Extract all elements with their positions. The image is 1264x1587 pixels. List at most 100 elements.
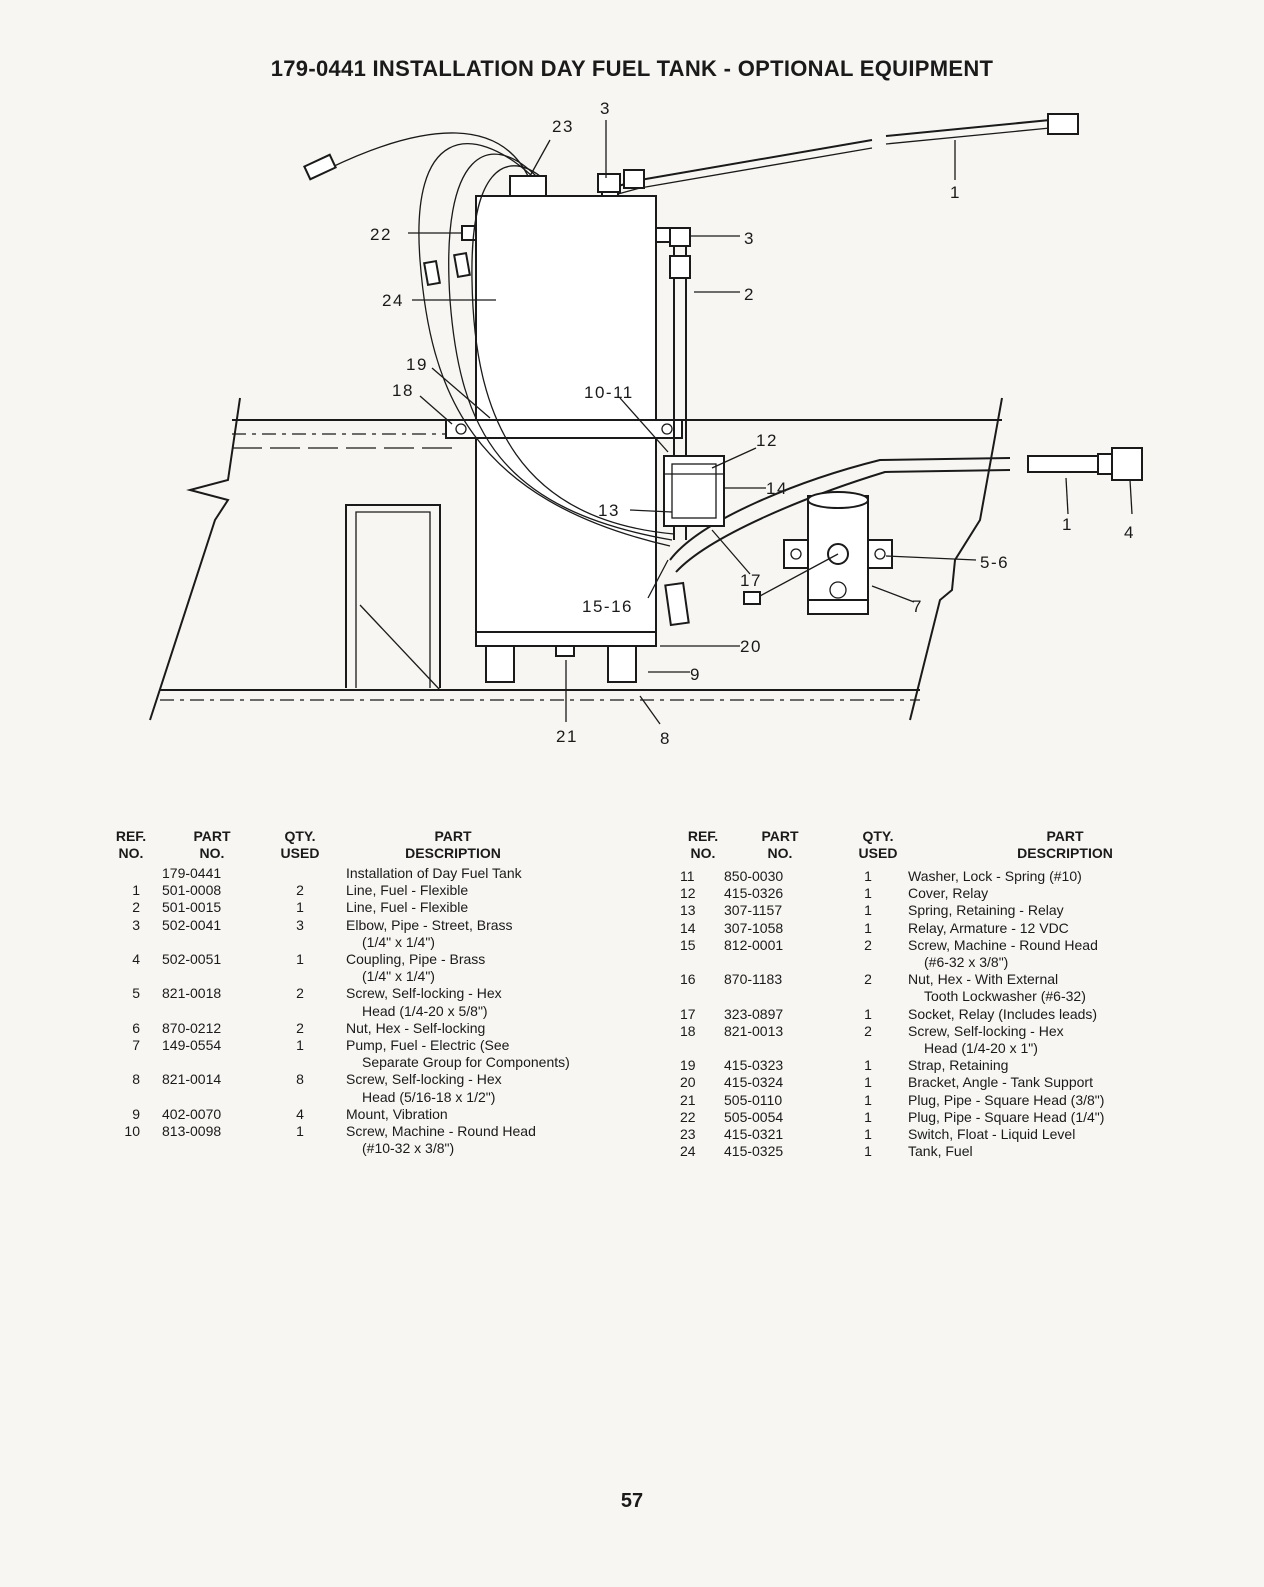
description-cell: Coupling, Pipe - Brass — [346, 951, 486, 967]
qty-cell: 1 — [296, 1123, 304, 1139]
callout-label: 23 — [552, 117, 574, 136]
part-no-cell: 502-0041 — [162, 916, 222, 933]
parts-table-row: (#10-32 x 3/8") — [108, 1140, 628, 1157]
page-number: 57 — [620, 1490, 644, 1512]
parts-table-row: (1/4" x 1/4") — [108, 934, 628, 951]
callout-label: 7 — [912, 597, 923, 616]
description-cell: Screw, Self-locking - Hex — [346, 985, 502, 1002]
description-cell: Head (1/4-20 x 1") — [924, 1040, 1038, 1056]
parts-table-row: 15 812-0001 2 Screw, Machine - Round Head — [680, 937, 1180, 954]
description-cell: Tank, Fuel — [908, 1143, 973, 1160]
part-no-cell: 870-1183 — [724, 971, 783, 988]
callout-label: 1 — [950, 183, 961, 202]
header-qty-used: QTY. USED — [280, 828, 320, 861]
part-no-cell: 821-0013 — [724, 1022, 784, 1039]
ref-no-cell: 23 — [680, 1126, 696, 1142]
header-part-no: PART NO. — [193, 828, 231, 861]
float-switch-wires — [303, 132, 675, 547]
part-no-cell: 307-1157 — [724, 902, 783, 919]
ref-no-cell: 9 — [132, 1105, 140, 1122]
description-cell: Screw, Machine - Round Head — [908, 936, 1098, 953]
qty-cell: 2 — [296, 1019, 304, 1036]
header-part-description: PART DESCRIPTION — [1017, 828, 1113, 861]
part-no-cell: 870-0212 — [162, 1019, 222, 1036]
description-cell: Screw, Self-locking - Hex — [908, 1022, 1064, 1039]
description-cell: Cover, Relay — [908, 885, 989, 902]
part-no-cell: 812-0001 — [724, 936, 784, 953]
description-cell: Strap, Retaining — [908, 1057, 1009, 1074]
ref-no-cell: 17 — [680, 1005, 696, 1022]
callouts: 3 23 1 22 3 24 2 19 18 10-11 12 14 1 4 1… — [370, 99, 1135, 748]
ref-no-cell: 3 — [132, 916, 140, 933]
page-title: 179-0441 INSTALLATION DAY FUEL TANK - OP… — [270, 56, 994, 81]
part-no-cell: 821-0014 — [162, 1071, 222, 1088]
part-no-cell: 505-0110 — [724, 1091, 783, 1108]
part-no-cell: 505-0054 — [724, 1108, 784, 1125]
description-cell: Washer, Lock - Spring (#10) — [908, 868, 1082, 884]
parts-table-row: Head (1/4-20 x 1") — [680, 1040, 1180, 1057]
ref-no-cell: 10 — [124, 1123, 140, 1139]
parts-table-row: (#6-32 x 3/8") — [680, 954, 1180, 971]
callout-label: 18 — [392, 381, 414, 400]
header-qty-used: QTY. USED — [858, 828, 898, 861]
part-no-cell: 850-0030 — [724, 868, 784, 884]
part-no-cell: 501-0015 — [162, 899, 222, 916]
description-cell: Socket, Relay (Includes leads) — [908, 1005, 1098, 1022]
qty-cell: 2 — [864, 971, 872, 988]
qty-cell: 1 — [864, 1005, 872, 1022]
qty-cell: 1 — [864, 902, 872, 919]
qty-cell: 1 — [296, 1037, 304, 1053]
leader-lines — [408, 120, 1133, 725]
parts-table-row: 10 813-0098 1 Screw, Machine - Round Head — [108, 1123, 628, 1140]
description-cell: Bracket, Angle - Tank Support — [908, 1074, 1093, 1091]
description-cell: Switch, Float - Liquid Level — [908, 1126, 1076, 1142]
part-no-cell: 813-0098 — [162, 1123, 222, 1139]
qty-cell: 1 — [864, 919, 872, 936]
callout-label: 24 — [382, 291, 404, 310]
callout-label: 22 — [370, 225, 392, 244]
part-no-cell: 415-0326 — [724, 885, 784, 902]
callout-label: 1 — [1062, 515, 1073, 534]
callout-label: 4 — [1124, 523, 1135, 542]
callout-label: 21 — [556, 727, 578, 746]
callout-label: 9 — [690, 665, 701, 684]
qty-cell: 1 — [864, 1091, 872, 1108]
description-cell: Elbow, Pipe - Street, Brass — [346, 916, 513, 933]
qty-cell: 1 — [864, 1057, 872, 1074]
description-cell: Tooth Lockwasher (#6-32) — [924, 988, 1086, 1005]
description-cell: Screw, Self-locking - Hex — [346, 1071, 502, 1088]
qty-cell: 1 — [864, 885, 872, 902]
ref-no-cell: 18 — [680, 1022, 696, 1039]
parts-table-row: Tooth Lockwasher (#6-32) — [680, 988, 1180, 1005]
part-no-cell: 415-0324 — [724, 1074, 784, 1091]
callout-label: 13 — [598, 501, 620, 520]
description-cell: Line, Fuel - Flexible — [346, 899, 469, 916]
qty-cell: 2 — [864, 936, 872, 953]
callout-label: 20 — [740, 637, 762, 656]
qty-cell: 1 — [296, 899, 304, 916]
description-cell: Separate Group for Components) — [362, 1054, 570, 1071]
header-part-description: PART DESCRIPTION — [405, 828, 501, 861]
ref-no-cell: 15 — [680, 936, 696, 953]
callout-label: 8 — [660, 729, 671, 748]
part-no-cell: 179-0441 — [162, 865, 222, 881]
parts-table-row: (1/4" x 1/4") — [108, 968, 628, 985]
description-cell: Screw, Machine - Round Head — [346, 1123, 536, 1139]
callout-label: 15-16 — [582, 597, 633, 616]
qty-cell: 1 — [864, 1074, 872, 1091]
part-no-cell: 502-0051 — [162, 951, 222, 967]
description-cell: (1/4" x 1/4") — [362, 968, 435, 985]
parts-list-right: REF. NO. PART NO. QTY. USED PART DESCRIP… — [680, 828, 1180, 1160]
ref-no-cell: 16 — [680, 971, 696, 988]
callout-label: 14 — [766, 479, 788, 498]
part-no-cell: 402-0070 — [162, 1105, 222, 1122]
ref-no-cell: 19 — [680, 1057, 696, 1074]
